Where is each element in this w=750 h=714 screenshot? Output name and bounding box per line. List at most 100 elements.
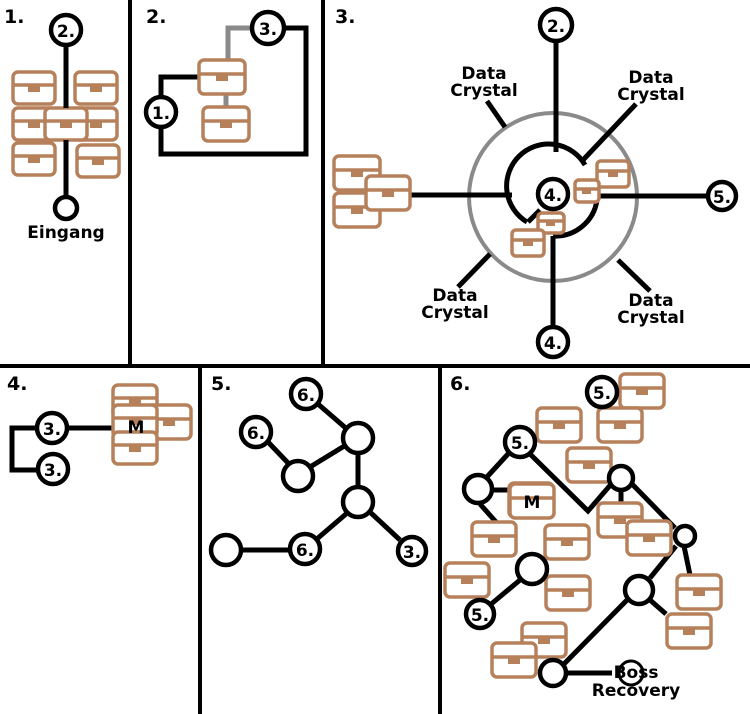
node-to-room-5-top[interactable]: 5. [584, 374, 620, 410]
edge [648, 598, 668, 616]
node-to-room-4-center[interactable]: 4. [535, 176, 571, 212]
edge [158, 74, 198, 98]
junction-node[interactable] [340, 420, 376, 456]
panel-6: 6. M [443, 372, 723, 701]
node-label: 5. [471, 606, 489, 626]
chest-icon [11, 141, 57, 177]
junction-node[interactable] [340, 484, 376, 520]
node-label: 2. [57, 22, 75, 42]
chest-icon [111, 430, 159, 466]
node-label: 5. [713, 188, 731, 208]
chest-icon [73, 70, 119, 106]
data-crystal-label-ne: Data Crystal [617, 68, 685, 105]
edge [9, 425, 38, 473]
entrance-caption: Eingang [27, 223, 104, 243]
junction-node[interactable] [208, 532, 244, 568]
edge-arc [552, 199, 600, 239]
node-to-room-3[interactable]: 3. [395, 534, 429, 568]
edge [316, 512, 348, 540]
panel-5-label: 5. [211, 373, 231, 395]
node-label: 4. [544, 334, 562, 354]
node-label: 3. [43, 420, 61, 440]
edge [484, 452, 510, 480]
node-to-room-3[interactable]: 3. [249, 9, 287, 47]
node-to-room-3-b[interactable]: 3. [35, 451, 71, 487]
junction-node[interactable] [672, 523, 698, 549]
node-to-room-4-bottom[interactable]: 4. [535, 324, 571, 360]
node-to-room-1[interactable]: 1. [143, 94, 179, 130]
chest-icon [443, 561, 491, 599]
chest-icon [75, 143, 121, 179]
data-crystal-label-se: Data Crystal [617, 291, 685, 328]
caption-line: Data [432, 286, 477, 306]
edge [616, 258, 652, 293]
panel-5: 5. 6. 6. 6. 3. [208, 373, 429, 568]
chest-icon [470, 520, 518, 558]
node-entrance[interactable] [52, 194, 80, 222]
chest-icon [197, 58, 247, 96]
caption-line: Crystal [450, 81, 518, 101]
node-to-room-5-mid[interactable]: 5. [502, 424, 538, 460]
caption-line: Data [461, 64, 506, 84]
panel-4: 4. M 3. 3. [7, 373, 193, 487]
edge [528, 452, 615, 515]
node-to-room-5[interactable]: 5. [705, 179, 739, 213]
caption-line: Data [628, 291, 673, 311]
panel-2: 2. 3. 1. [143, 6, 309, 157]
junction-node[interactable] [514, 551, 550, 587]
boss-node[interactable] [617, 659, 645, 687]
edge-gray [225, 25, 252, 60]
node-label: 5. [511, 434, 529, 454]
chest-icon [364, 174, 412, 212]
node-to-room-6-bottom[interactable]: 6. [287, 531, 323, 567]
junction-node[interactable] [606, 463, 636, 493]
junction-node[interactable] [622, 573, 656, 607]
edge [488, 578, 522, 607]
edge [266, 440, 292, 467]
junction-node[interactable] [280, 458, 316, 494]
chest-icon [675, 573, 723, 611]
caption-line: Crystal [421, 303, 489, 323]
node-to-room-6-top[interactable]: 6. [288, 376, 324, 412]
node-label: 3. [44, 461, 62, 481]
node-to-room-2[interactable]: 2. [48, 12, 84, 48]
edge [484, 99, 508, 129]
chest-icon [665, 612, 713, 650]
node-label: 2. [547, 17, 565, 37]
edge [526, 208, 542, 224]
merchant-marker: M [524, 493, 541, 513]
chest-icon [543, 523, 591, 561]
panel-3-label: 3. [335, 6, 355, 28]
edge [316, 402, 350, 432]
node-label: 5. [593, 384, 611, 404]
caption-line: Data [628, 68, 673, 88]
chest-icon [618, 372, 666, 410]
caption-line: Crystal [617, 85, 685, 105]
data-crystal-label-sw: Data Crystal [421, 286, 489, 323]
panel-6-label: 6. [450, 373, 470, 395]
node-label: 6. [297, 386, 315, 406]
chest-icon [43, 106, 89, 142]
junction-node[interactable] [537, 657, 569, 689]
node-label: 3. [403, 543, 421, 563]
edge [308, 442, 348, 470]
node-to-room-5-bottom[interactable]: 5. [463, 597, 497, 631]
edge [456, 252, 492, 289]
edge [478, 502, 498, 524]
node-to-room-3-a[interactable]: 3. [34, 410, 70, 446]
junction-node[interactable] [461, 472, 495, 506]
node-to-room-6-left[interactable]: 6. [238, 414, 274, 450]
chest-icon [510, 228, 546, 258]
edge [581, 102, 638, 162]
caption-line: Crystal [617, 308, 685, 328]
recovery-label: Recovery [592, 681, 680, 701]
chest-icon [596, 406, 644, 444]
edge [158, 25, 309, 157]
panel-2-label: 2. [146, 6, 166, 28]
edge-arc [504, 141, 588, 225]
merchant-marker: M [128, 418, 145, 438]
node-label: 1. [152, 104, 170, 124]
panel-1-label: 1. [4, 6, 24, 28]
data-crystal-label-nw: Data Crystal [450, 64, 518, 101]
node-to-room-2[interactable]: 2. [537, 6, 575, 44]
